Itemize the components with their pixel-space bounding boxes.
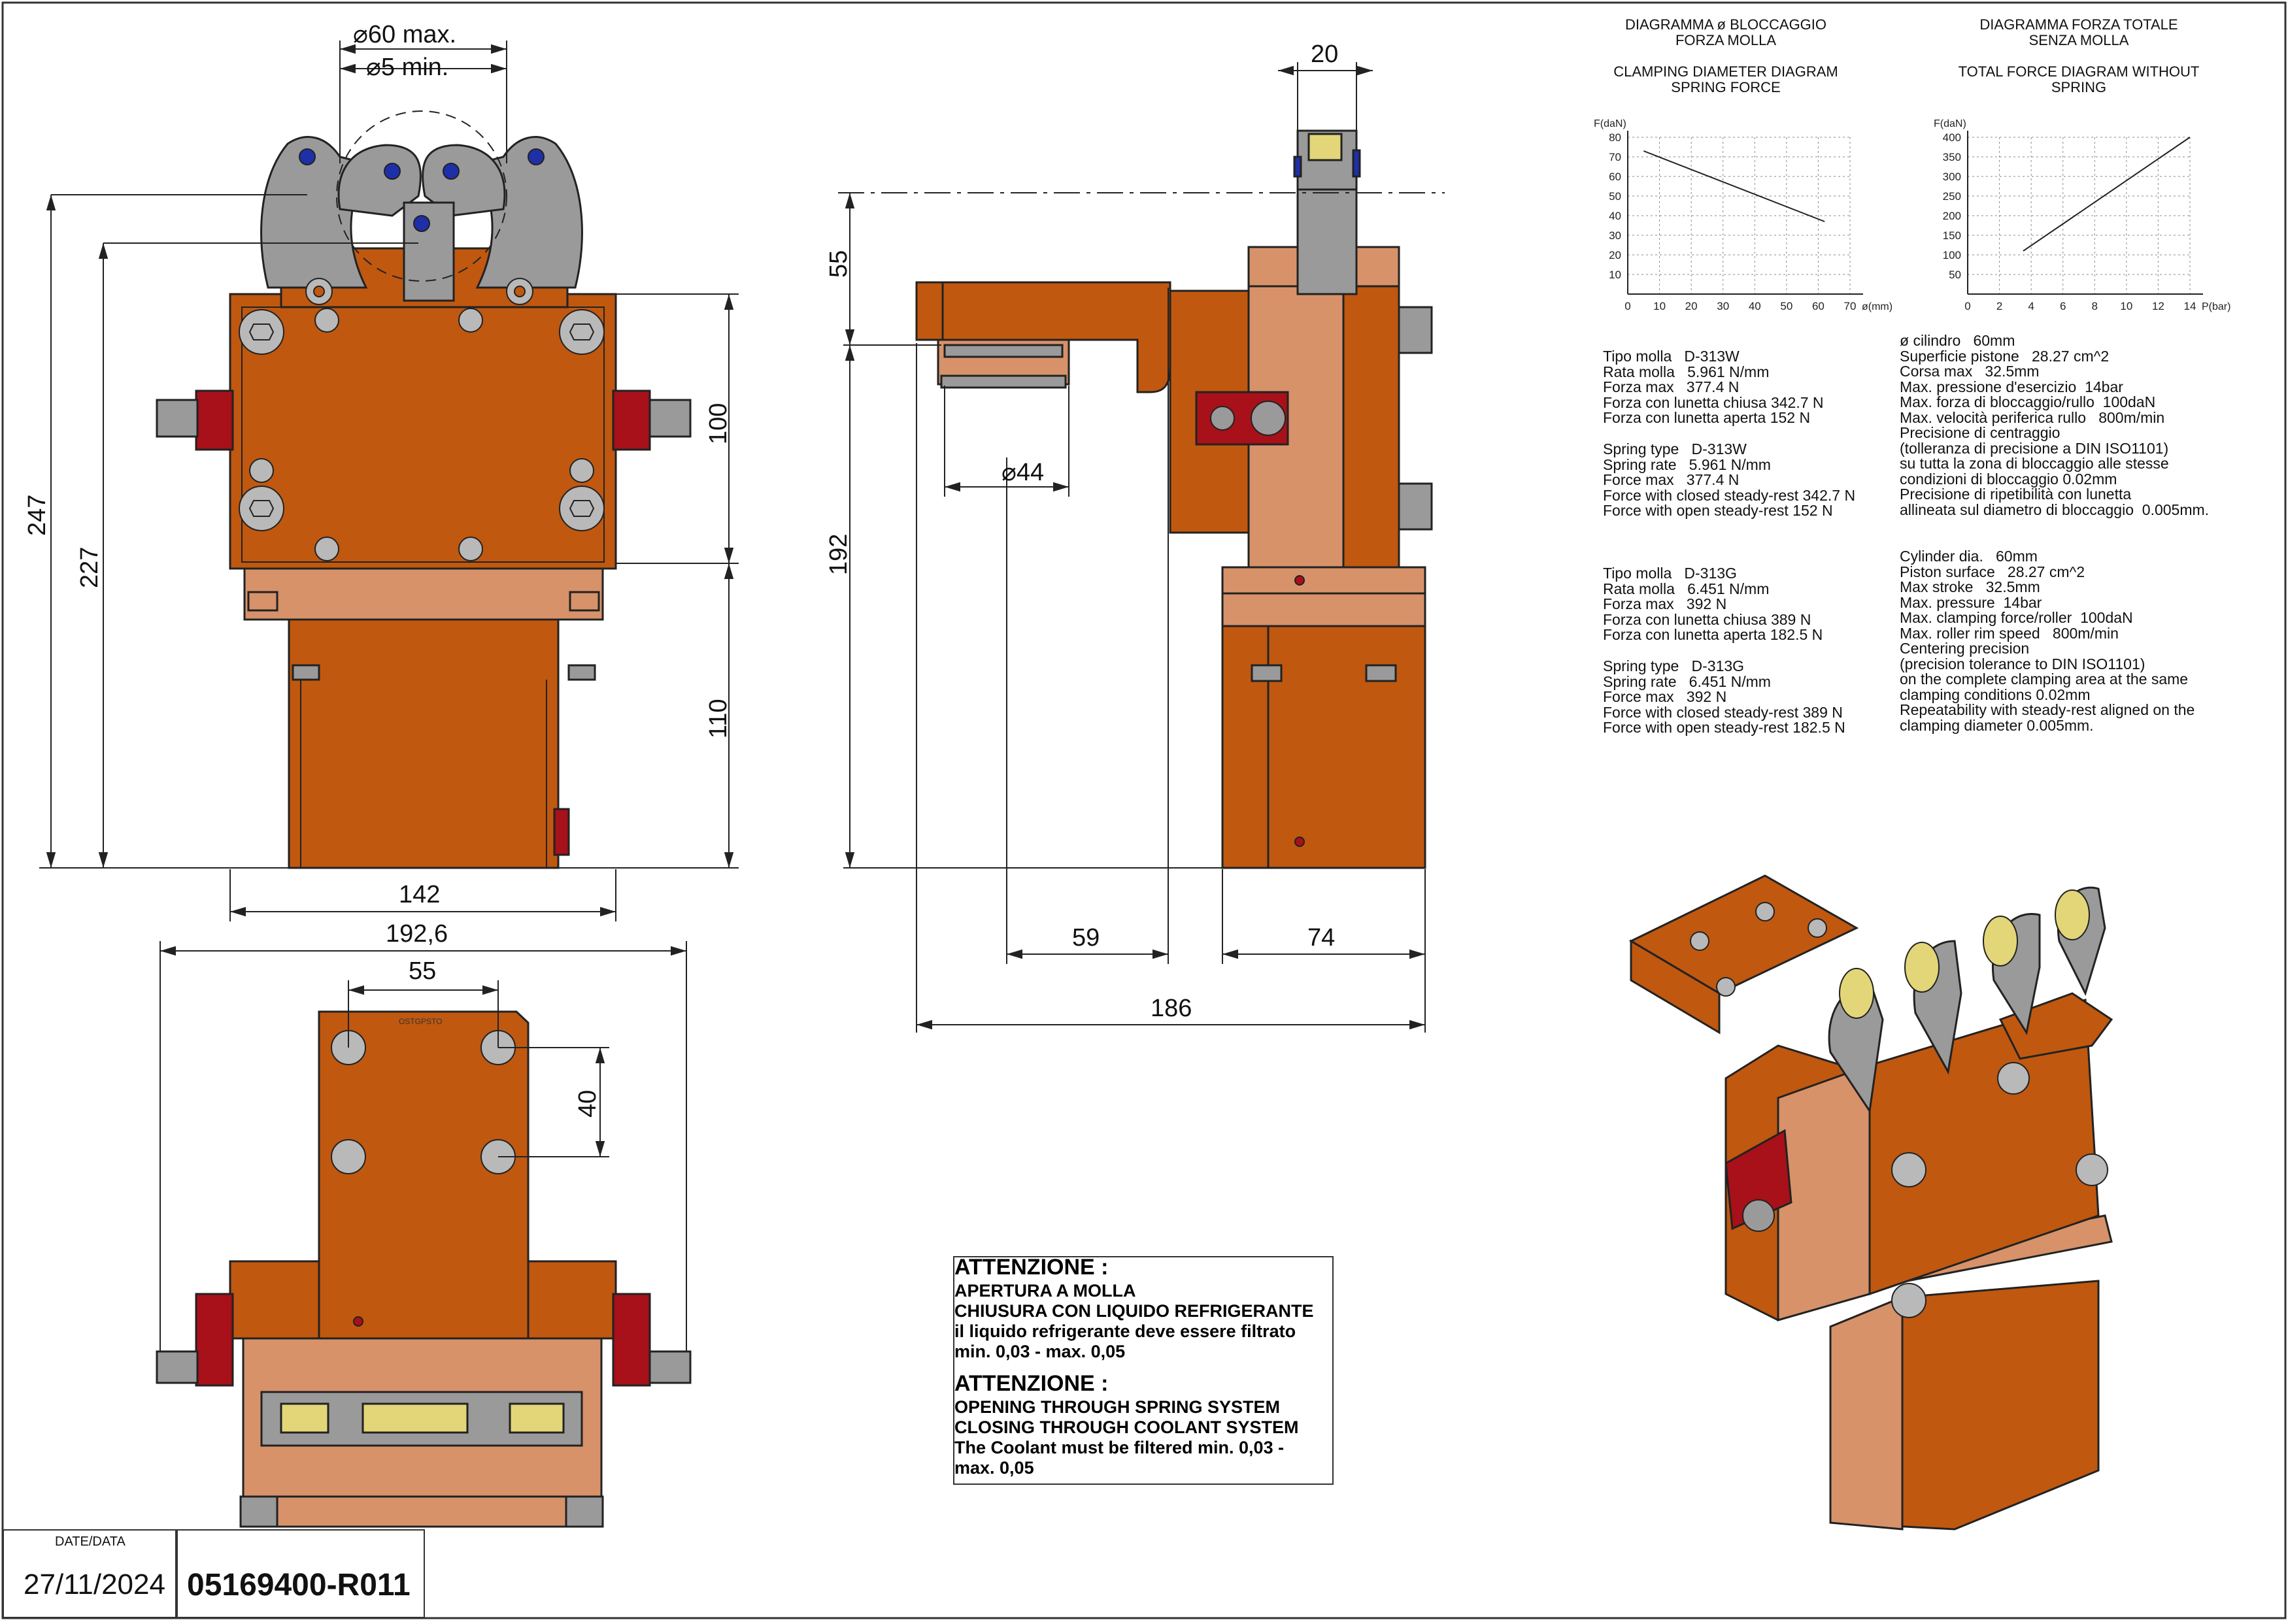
- clamping-chart-x-tick-4: 40: [1749, 300, 1761, 312]
- spec-cylinder-en: Cylinder dia. 60mm Piston surface 28.27 …: [1900, 548, 2195, 734]
- force-chart-x-tick-0: 0: [1964, 300, 1970, 312]
- warning-title-it: ATTENZIONE :: [954, 1255, 1109, 1280]
- dim-max-diameter: ⌀60 max.: [353, 21, 457, 48]
- dim-192: 192: [825, 533, 852, 575]
- force-chart-y-tick-2: 150: [1943, 229, 1961, 242]
- clamping-chart-x-label: ø(mm): [1862, 301, 1893, 312]
- clamping-chart-y-tick-4: 50: [1609, 190, 1621, 203]
- clamping-chart-y-tick-5: 60: [1609, 171, 1621, 183]
- spec-313w-it: Tipo molla D-313W Rata molla 5.961 N/mm …: [1603, 348, 1824, 426]
- spec-cylinder-it: ø cilindro 60mm Superficie pistone 28.27…: [1900, 332, 2210, 518]
- clamping-chart-y-tick-2: 30: [1609, 229, 1621, 242]
- force-chart-x-tick-4: 8: [2092, 300, 2098, 312]
- clamping-chart-title-en: CLAMPING DIAMETER DIAGRAM SPRING FORCE: [1613, 63, 1838, 95]
- force-chart-y-tick-6: 350: [1943, 151, 1961, 163]
- bottom-view-dimensions: [348, 980, 609, 1157]
- clamping-chart-x-tick-3: 30: [1717, 300, 1729, 312]
- dim-100: 100: [705, 403, 732, 444]
- dim-d44: ⌀44: [1001, 459, 1045, 486]
- isometric-view: [1628, 874, 2113, 1531]
- dim-40: 40: [574, 1089, 601, 1118]
- spec-313g-it: Tipo molla D-313G Rata molla 6.451 N/mm …: [1603, 565, 1823, 643]
- title-block-date-cell: DATE/DATA 27/11/2024: [3, 1529, 178, 1618]
- clamping-chart-y-tick-6: 70: [1609, 151, 1621, 163]
- force-chart-y-tick-5: 300: [1943, 171, 1961, 183]
- dim-192-6: 192,6: [386, 920, 448, 948]
- warning-box: ATTENZIONE : APERTURA A MOLLA CHIUSURA C…: [953, 1256, 1334, 1485]
- dim-min-diameter: ⌀5 min.: [366, 54, 449, 81]
- force-chart-x-tick-5: 10: [2120, 300, 2132, 312]
- dim-55-bottom: 55: [409, 957, 437, 985]
- clamping-chart-x-tick-5: 50: [1780, 300, 1792, 312]
- clamping-chart-x-tick-2: 20: [1685, 300, 1698, 312]
- spec-313w-en: Spring type D-313W Spring rate 5.961 N/m…: [1603, 440, 1856, 519]
- dim-20: 20: [1311, 41, 1339, 68]
- clamping-chart-y-tick-1: 20: [1609, 249, 1621, 261]
- date-value: 27/11/2024: [24, 1568, 165, 1600]
- force-chart-y-tick-4: 250: [1943, 190, 1961, 203]
- dim-110: 110: [705, 699, 732, 738]
- clamping-chart-y-tick-7: 80: [1609, 131, 1621, 144]
- front-view: [156, 110, 692, 869]
- warning-title-en: ATTENZIONE :: [954, 1371, 1109, 1396]
- force-chart-y-tick-3: 200: [1943, 210, 1961, 222]
- title-block-code-cell: 05169400-R011: [175, 1529, 425, 1618]
- date-label: DATE/DATA: [55, 1534, 126, 1549]
- force-chart-x-tick-2: 4: [2028, 300, 2034, 312]
- dim-55-side: 55: [825, 250, 852, 278]
- dim-142: 142: [399, 881, 441, 908]
- force-chart-y-tick-1: 100: [1943, 249, 1961, 261]
- spec-313g-en: Spring type D-313G Spring rate 6.451 N/m…: [1603, 657, 1845, 736]
- side-view-dimensions: [838, 62, 1445, 1033]
- clamping-chart-x-tick-1: 10: [1653, 300, 1666, 312]
- force-chart-y-tick-0: 50: [1949, 269, 1961, 281]
- force-chart-title-en: TOTAL FORCE DIAGRAM WITHOUT SPRING: [1958, 63, 2200, 95]
- clamping-chart-title-it: DIAGRAMMA ø BLOCCAGGIO FORZA MOLLA: [1624, 16, 1827, 48]
- part-marking: OSTGPSTO: [399, 1017, 443, 1026]
- force-chart-x-tick-3: 6: [2060, 300, 2066, 312]
- side-view: [915, 129, 1433, 869]
- dim-59: 59: [1072, 924, 1100, 952]
- clamping-chart-y-label: F(daN): [1594, 118, 1626, 129]
- clamping-diameter-chart: 10 20 30 40 50 60 70 80 0 10 20 30 40 50 60 70 F(daN) ø(m…: [1594, 118, 1893, 312]
- force-chart-x-tick-6: 12: [2152, 300, 2164, 312]
- clamping-chart-y-tick-0: 10: [1609, 269, 1621, 281]
- force-chart-x-label: P(bar): [2202, 301, 2230, 312]
- warning-body-it: APERTURA A MOLLA CHIUSURA CON LIQUIDO RE…: [954, 1281, 1314, 1361]
- warning-body-en: OPENING THROUGH SPRING SYSTEM CLOSING TH…: [954, 1397, 1299, 1478]
- front-view-dimensions: [39, 41, 739, 1359]
- dim-227: 227: [76, 546, 103, 588]
- clamping-chart-x-tick-7: 70: [1844, 300, 1857, 312]
- total-force-chart: 50 100 150 200 250 300 350 400 0 2 4 6 8 10 12 14 F(daN)…: [1934, 118, 2230, 312]
- dim-74: 74: [1307, 924, 1336, 952]
- drawing-code: 05169400-R011: [187, 1568, 411, 1602]
- force-chart-y-tick-7: 400: [1943, 131, 1961, 144]
- clamping-chart-x-tick-0: 0: [1624, 300, 1630, 312]
- force-chart-x-tick-1: 2: [1996, 300, 2002, 312]
- force-chart-y-label: F(daN): [1934, 118, 1966, 129]
- clamping-chart-y-tick-3: 40: [1609, 210, 1621, 222]
- clamping-chart-x-tick-6: 60: [1812, 300, 1825, 312]
- force-chart-x-tick-7: 14: [2184, 300, 2196, 312]
- dim-186: 186: [1151, 995, 1192, 1022]
- force-chart-series-line-0: [2023, 137, 2191, 252]
- clamping-chart-series-line-0: [1643, 150, 1825, 222]
- bottom-view: [156, 1010, 692, 1528]
- dim-247: 247: [24, 494, 51, 536]
- force-chart-title-it: DIAGRAMMA FORZA TOTALE SENZA MOLLA: [1979, 16, 2178, 48]
